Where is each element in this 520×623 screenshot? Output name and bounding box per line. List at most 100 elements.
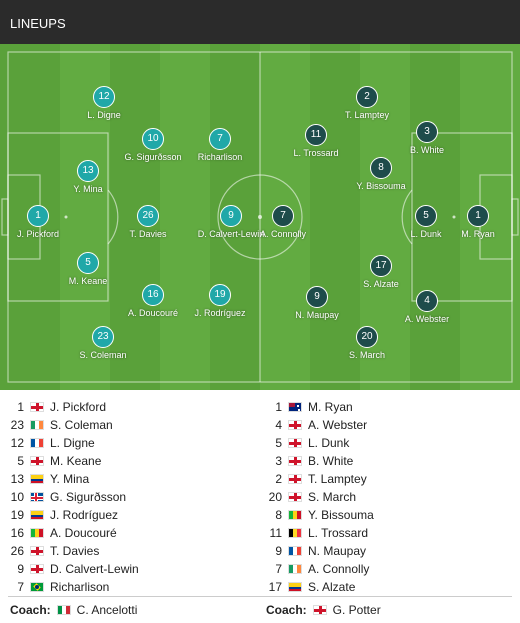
england-flag-icon [288,438,302,448]
player-number-badge: 3 [416,121,438,143]
player-name: N. Maupay [308,544,367,558]
pitch-player-name: J. Pickford [16,229,59,239]
england-flag-icon [30,546,44,556]
home-coach: Coach: C. Ancelotti [10,600,137,620]
pitch-player-name: S. March [348,350,385,360]
shirt-number: 19 [10,508,24,522]
shirt-number: 16 [10,526,24,540]
coach-divider [8,596,512,597]
pitch-player-name: L. Dunk [410,229,442,239]
player-number-badge: 10 [142,128,164,150]
lineup-row[interactable]: 1 M. Ryan [258,398,508,416]
player-number-badge: 7 [209,128,231,150]
england-flag-icon [288,456,302,466]
pitch-player-name: Y. Mina [73,184,103,194]
player-name: J. Pickford [50,400,107,414]
shirt-number: 11 [269,526,282,540]
england-flag-icon [312,605,327,615]
lineup-row[interactable]: 4 A. Webster [258,416,508,434]
player-number-badge: 11 [305,124,327,146]
pitch-player-name: M. Ryan [461,229,495,239]
player-number-badge: 5 [77,252,99,274]
colombia-flag-icon [30,474,44,484]
pitch-player-name: D. Calvert-Lewin [197,229,265,239]
italy-flag-icon [56,605,71,615]
colombia-flag-icon [30,510,44,520]
shirt-number: 3 [275,454,282,468]
lineup-row[interactable]: 7 A. Connolly [258,560,508,578]
pitch-player-name: M. Keane [68,276,108,286]
mali-flag-icon [288,510,302,520]
shirt-number: 8 [275,508,282,522]
player-name: B. White [308,454,354,468]
pitch-player-name: Richarlison [197,152,243,162]
player-number-badge: 4 [416,290,438,312]
shirt-number: 10 [10,490,24,504]
away-coach: Coach: G. Potter [266,600,381,620]
england-flag-icon [288,420,302,430]
lineups-header: LINEUPS [0,0,520,44]
england-flag-icon [30,402,44,412]
player-name: A. Connolly [308,562,370,576]
player-name: L. Digne [50,436,95,450]
player-name: S. Coleman [50,418,113,432]
player-name: J. Rodríguez [50,508,119,522]
pitch-player-name: A. Connolly [259,229,307,239]
player-name: G. Sigurðsson [50,490,127,504]
lineup-row[interactable]: 11 L. Trossard [258,524,508,542]
pitch-player-name: J. Rodríguez [194,308,246,318]
iceland-flag-icon [30,492,44,502]
player-number-badge: 13 [77,160,99,182]
player-name: S. March [308,490,357,504]
shirt-number: 1 [17,400,24,414]
pitch-player-name: T. Davies [129,229,167,239]
player-name: L. Trossard [308,526,369,540]
england-flag-icon [288,492,302,502]
player-name: A. Webster [308,418,368,432]
shirt-number: 1 [275,400,282,414]
lineup-row[interactable]: 19 J. Rodríguez [0,506,250,524]
shirt-number: 7 [275,562,282,576]
player-number-badge: 9 [306,286,328,308]
player-name: Richarlison [50,580,110,594]
pitch-player-name: A. Webster [404,314,450,324]
shirt-number: 4 [275,418,282,432]
shirt-number: 23 [10,418,24,432]
lineup-row[interactable]: 13 Y. Mina [0,470,250,488]
player-name: M. Keane [50,454,102,468]
ireland-flag-icon [288,564,302,574]
lineup-row[interactable]: 1 J. Pickford [0,398,250,416]
france-flag-icon [30,438,44,448]
coach-label: Coach: [266,603,307,617]
player-number-badge: 5 [415,205,437,227]
lineup-row[interactable]: 10 G. Sigurðsson [0,488,250,506]
lineup-row[interactable]: 3 B. White [258,452,508,470]
lineup-row[interactable]: 23 S. Coleman [0,416,250,434]
player-name: D. Calvert-Lewin [50,562,139,576]
player-number-badge: 8 [370,157,392,179]
player-number-badge: 23 [92,326,114,348]
shirt-number: 13 [10,472,24,486]
england-flag-icon [30,564,44,574]
player-number-badge: 20 [356,326,378,348]
pitch-player-name: L. Digne [87,110,121,120]
player-name: T. Lamptey [308,472,367,486]
pitch-player-name: T. Lamptey [344,110,390,120]
away-coach-name: G. Potter [332,603,381,617]
player-name: M. Ryan [308,400,353,414]
player-number-badge: 26 [137,205,159,227]
player-name: Y. Mina [50,472,90,486]
